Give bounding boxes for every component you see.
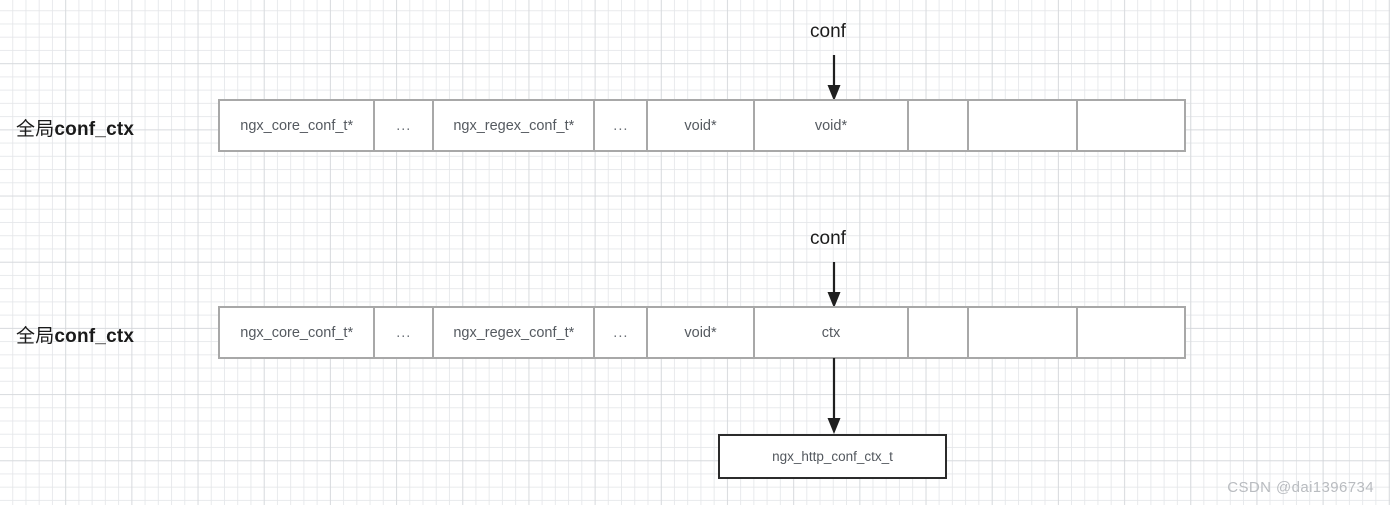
struct-cell-conf-target: void* xyxy=(755,101,910,150)
row-label-cjk-1: 全局 xyxy=(16,119,55,140)
row-label-ascii-2: conf_ctx xyxy=(54,326,135,347)
struct-cell xyxy=(969,101,1079,150)
struct-cell: ... xyxy=(595,308,649,357)
struct-cell: ... xyxy=(375,101,435,150)
struct-cell-ctx: ctx xyxy=(755,308,910,357)
struct-array-row-1: ngx_core_conf_t* ... ngx_regex_conf_t* .… xyxy=(218,99,1186,152)
struct-cell: void* xyxy=(648,101,755,150)
conf-pointer-label-1: conf xyxy=(810,21,846,42)
struct-cell xyxy=(909,308,969,357)
struct-cell: ... xyxy=(375,308,435,357)
struct-cell xyxy=(969,308,1079,357)
struct-cell: ngx_core_conf_t* xyxy=(220,308,376,357)
struct-cell: void* xyxy=(648,308,755,357)
arrow-down-icon-ctx-to-http-ctx xyxy=(827,358,841,434)
struct-cell: ngx_regex_conf_t* xyxy=(434,101,596,150)
struct-cell xyxy=(1078,308,1184,357)
row-label-global-conf-ctx-1: 全局conf_ctx xyxy=(16,114,134,141)
struct-cell: ... xyxy=(595,101,649,150)
struct-cell xyxy=(909,101,969,150)
conf-pointer-label-2: conf xyxy=(810,228,846,249)
struct-cell: ngx_core_conf_t* xyxy=(220,101,376,150)
row-label-cjk-2: 全局 xyxy=(16,326,55,347)
row-label-ascii-1: conf_ctx xyxy=(54,119,135,140)
target-struct-box-ngx-http-conf-ctx-t: ngx_http_conf_ctx_t xyxy=(718,434,947,479)
arrow-down-icon-conf-2 xyxy=(827,262,841,308)
row-label-global-conf-ctx-2: 全局conf_ctx xyxy=(16,321,134,348)
struct-array-row-2: ngx_core_conf_t* ... ngx_regex_conf_t* .… xyxy=(218,306,1186,359)
struct-cell xyxy=(1078,101,1184,150)
struct-cell: ngx_regex_conf_t* xyxy=(434,308,596,357)
arrow-down-icon-conf-1 xyxy=(827,55,841,101)
watermark-label: CSDN @dai1396734 xyxy=(1227,479,1374,496)
